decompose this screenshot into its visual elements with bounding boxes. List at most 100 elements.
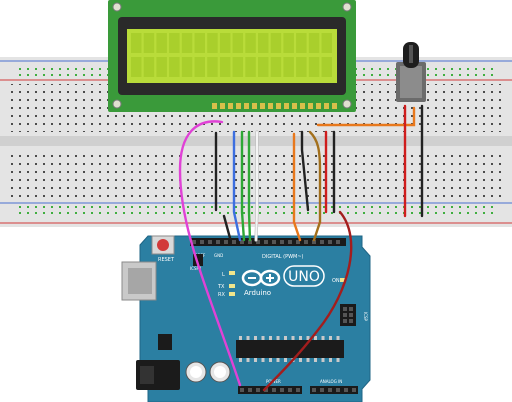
analog-header <box>310 386 358 394</box>
chip-pin <box>254 336 257 340</box>
lcd-pin <box>212 103 217 109</box>
icsp2-header <box>193 254 203 266</box>
chip-pin <box>321 358 325 362</box>
lcd-cell <box>245 57 256 77</box>
lcd-cell <box>270 57 282 77</box>
chip-pin <box>306 336 310 340</box>
potentiometer-knob-icon[interactable] <box>396 42 426 102</box>
icsp-pins <box>343 307 353 323</box>
analog-pin <box>312 388 316 392</box>
power-pin <box>256 388 260 392</box>
chip-pin <box>329 336 332 340</box>
chip-pin <box>246 336 250 340</box>
chip-pin <box>269 336 272 340</box>
lcd-pin <box>300 103 305 109</box>
led-rx <box>229 292 235 296</box>
lcd-cell <box>296 33 307 53</box>
lcd-pin <box>220 103 225 109</box>
lcd-pin <box>332 103 337 109</box>
wire-orange-d12[interactable] <box>292 132 302 242</box>
lcd-cell <box>194 33 205 53</box>
lcd-cell <box>207 33 218 53</box>
lcd-pin <box>316 103 321 109</box>
lcd-cell <box>194 57 205 77</box>
on-label: ON <box>332 278 340 284</box>
lcd-pin <box>284 103 289 109</box>
lcd-pin <box>268 103 273 109</box>
lcd-cell <box>321 57 332 77</box>
digital-pin <box>192 240 196 244</box>
digital-pin <box>224 240 228 244</box>
wire-orange-pot-wiper[interactable] <box>316 106 416 127</box>
chip-pin <box>246 358 250 362</box>
lcd-cell <box>232 33 244 53</box>
chip-pin <box>314 358 317 362</box>
icsp-pin <box>343 319 347 323</box>
lcd-cell <box>258 57 269 77</box>
capacitor-1-top <box>190 366 202 378</box>
lcd-pin <box>292 103 297 109</box>
pot-slot <box>409 45 413 63</box>
wire-green-d3[interactable] <box>247 130 252 242</box>
digital-pin <box>200 240 204 244</box>
chip-pin <box>276 336 280 340</box>
chip-pin <box>336 336 340 340</box>
logo-loop-right <box>259 269 281 287</box>
digital-pin <box>304 240 308 244</box>
power-pin <box>288 388 292 392</box>
led-tx <box>229 284 235 288</box>
lcd-cell <box>169 57 180 77</box>
led-on <box>340 278 346 282</box>
wire-green-d4[interactable] <box>240 130 246 242</box>
digital-pin <box>240 240 244 244</box>
digital-pin <box>216 240 220 244</box>
lcd-pin <box>228 103 233 109</box>
digital-pin <box>272 240 276 244</box>
chip-pin <box>261 336 265 340</box>
arduino-logo-icon <box>241 269 281 287</box>
logo-plus-v <box>269 274 271 282</box>
wire-blue-d5[interactable] <box>232 130 242 242</box>
chip-pin <box>284 358 287 362</box>
wire-pink-lcd-5v[interactable] <box>178 120 242 387</box>
led-tx-label: TX <box>217 284 225 290</box>
lcd-header-pins <box>212 103 337 109</box>
lcd-mount-hole-br <box>342 99 352 109</box>
lcd-pin <box>308 103 313 109</box>
power-header <box>238 386 302 394</box>
analog-pin <box>320 388 324 392</box>
lcd-cell <box>258 33 269 53</box>
icsp-pin <box>349 307 353 311</box>
chip-pin <box>276 358 280 362</box>
wire-black-lcd-rw[interactable] <box>300 130 310 212</box>
chip-pin <box>284 336 287 340</box>
chip-pin <box>239 358 242 362</box>
analog-pin <box>328 388 332 392</box>
power-pin <box>272 388 276 392</box>
reset-label: RESET <box>158 257 175 263</box>
wire-white-d2-core[interactable] <box>255 131 258 241</box>
digital-pin <box>296 240 300 244</box>
atmega-chip <box>236 340 344 358</box>
wire-darkred-5v[interactable] <box>262 210 353 392</box>
lcd-pin <box>260 103 265 109</box>
digital-pin <box>312 240 316 244</box>
lcd-pin <box>236 103 241 109</box>
arduino-uno-board-icon: RESET DIGITAL (PWM~) AREF GND ICSP2 L TX… <box>121 235 371 402</box>
bottom-header-pins <box>240 388 356 392</box>
digital-pin <box>208 240 212 244</box>
lcd-cell <box>169 33 180 53</box>
lcd-16x2-display-icon <box>108 0 356 112</box>
lcd-cell <box>181 33 193 53</box>
wire-brown-d11[interactable] <box>308 130 322 242</box>
digital-pin <box>320 240 324 244</box>
power-pin <box>280 388 284 392</box>
chip-pin <box>329 358 332 362</box>
chip-pin <box>291 336 295 340</box>
chip-pin <box>269 358 272 362</box>
dc-power-jack-inner <box>140 366 154 384</box>
lcd-mount-hole-tr <box>342 2 352 12</box>
wire-black-to-gnd[interactable] <box>222 214 232 240</box>
lcd-cell <box>308 33 320 53</box>
led-rx-label: RX <box>218 292 225 298</box>
